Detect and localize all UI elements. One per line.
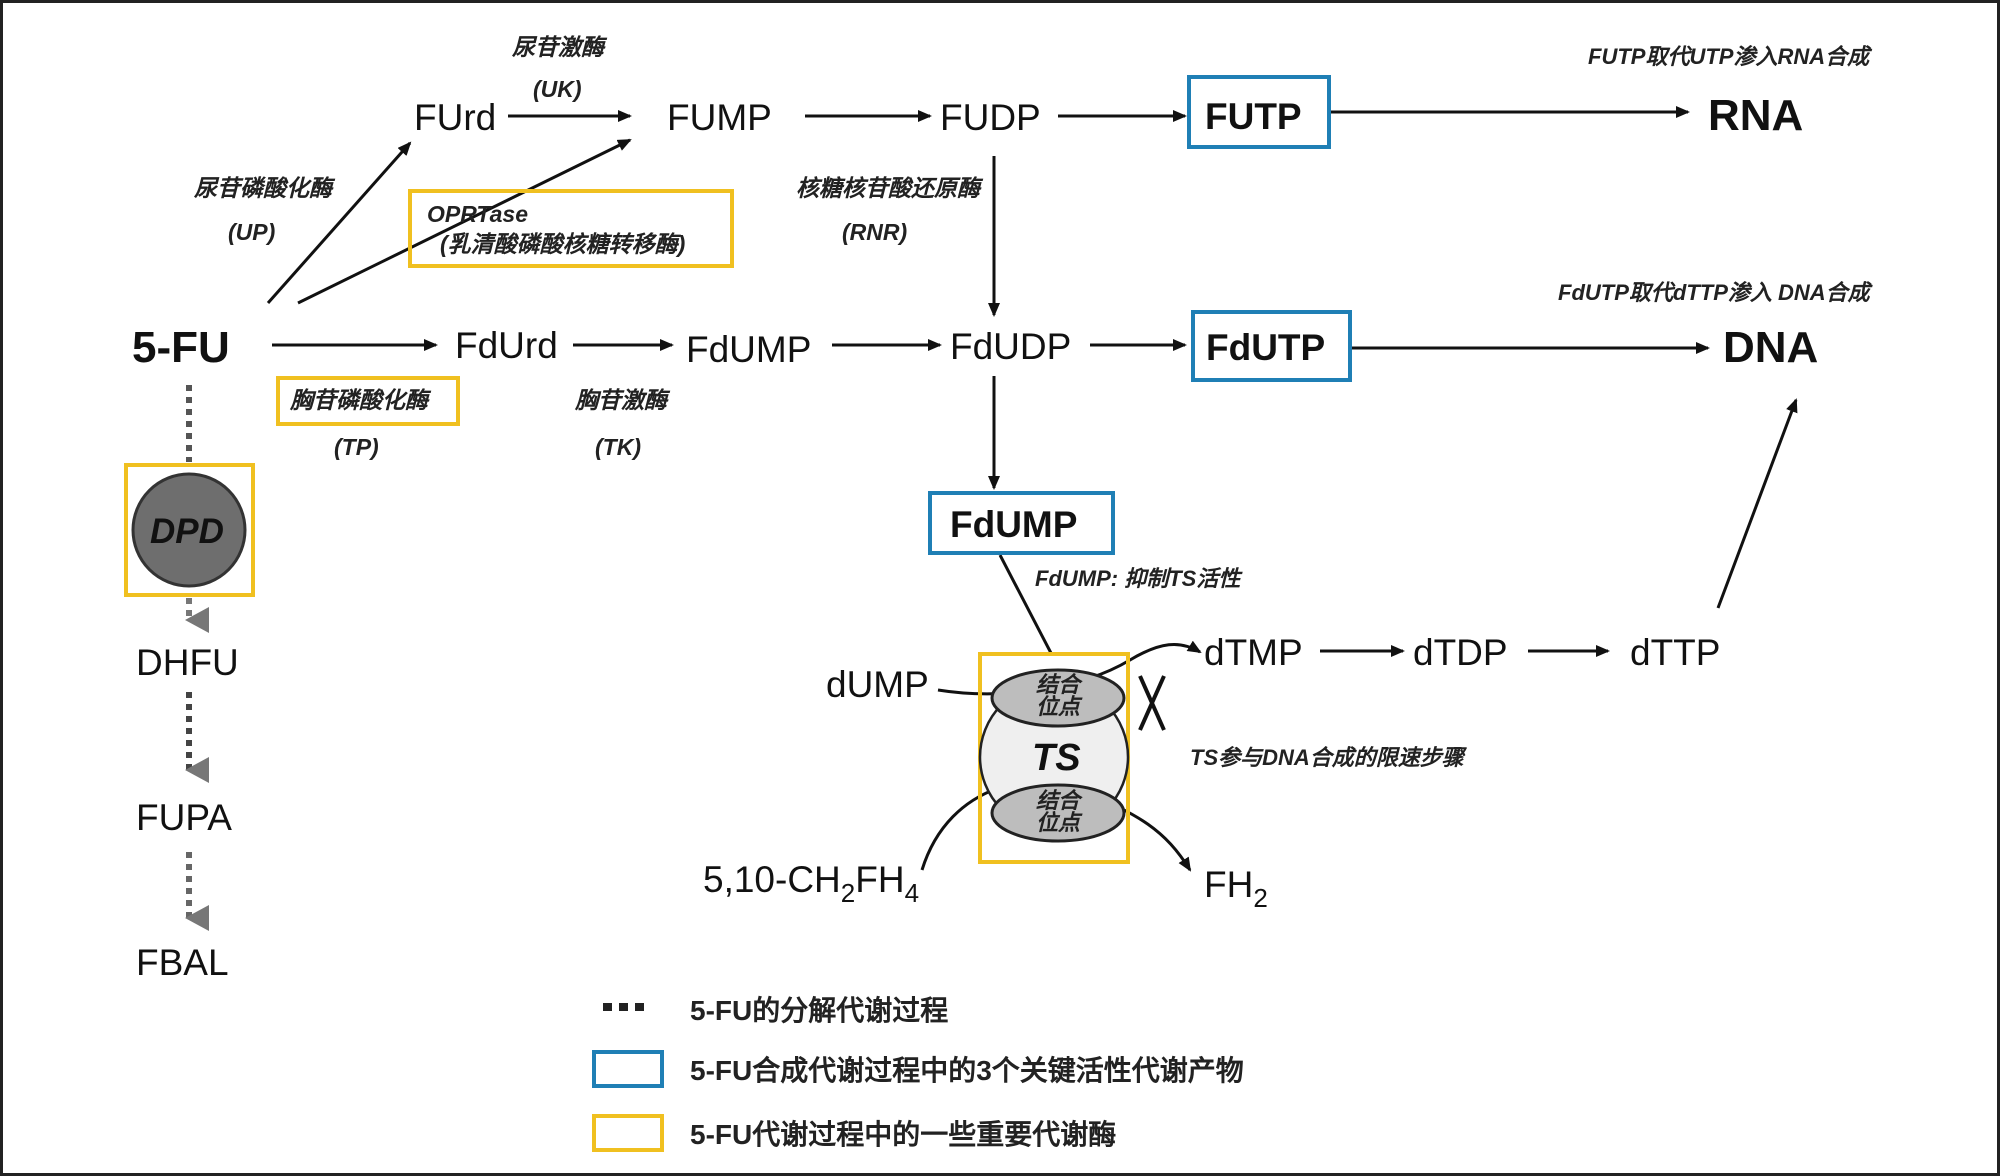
enzyme-rnr-name: 核糖核苷酸还原酶 xyxy=(796,175,984,201)
node-fump: FUMP xyxy=(667,97,772,138)
legend-dashed-text: 5-FU的分解代谢过程 xyxy=(690,994,948,1026)
ts-enzyme xyxy=(978,668,1130,843)
enzyme-up-name: 尿苷磷酸化酶 xyxy=(193,175,336,201)
note-ts-dna: TS参与DNA合成的限速步骤 xyxy=(1190,745,1468,770)
legend: 5-FU的分解代谢过程 5-FU合成代谢过程中的3个关键活性代谢产物 5-FU代… xyxy=(592,994,1244,1152)
ts-top-site xyxy=(990,668,1126,728)
oprtase-box xyxy=(408,189,734,268)
note-fdump-ts: FdUMP: 抑制TS活性 xyxy=(1035,566,1243,591)
tp-box xyxy=(276,376,460,426)
node-fdudp: FdUDP xyxy=(950,326,1071,367)
note-futp-rna: FUTP取代UTP渗入RNA合成 xyxy=(1588,44,1873,69)
ts-bottom-site-label-1: 结合 xyxy=(1036,788,1083,813)
dpd-box xyxy=(124,463,255,597)
arrow-5fu-fump xyxy=(297,138,632,305)
ts-top-site-label-2: 位点 xyxy=(1036,694,1083,719)
note-fdutp-dna: FdUTP取代dTTP渗入 DNA合成 xyxy=(1558,280,1874,305)
node-fdutp: FdUTP xyxy=(1206,327,1325,368)
enzyme-tp-name: 胸苷磷酸化酶 xyxy=(289,387,432,413)
ts-top-site-label-1: 结合 xyxy=(1036,672,1083,697)
node-fdump-box: FdUMP xyxy=(950,504,1077,545)
enzyme-oprt-line1: OPRTase xyxy=(427,201,528,227)
enzyme-rnr-abbr: (RNR) xyxy=(842,219,907,245)
node-fh2: FH2 xyxy=(1204,864,1268,913)
enzyme-tp-abbr: (TP) xyxy=(334,434,379,460)
arrow-5fu-furd xyxy=(266,141,412,304)
fdutp-box xyxy=(1191,310,1352,382)
enzyme-tk-name: 胸苷激酶 xyxy=(574,387,671,413)
fdump-box xyxy=(928,491,1115,555)
legend-blue-text: 5-FU合成代谢过程中的3个关键活性代谢产物 xyxy=(690,1054,1244,1086)
node-dump: dUMP xyxy=(826,664,929,705)
enzyme-oprt-line2: (乳清酸磷酸核糖转移酶) xyxy=(440,231,685,257)
node-dtmp: dTMP xyxy=(1204,632,1303,673)
node-futp: FUTP xyxy=(1205,96,1302,137)
ts-bottom-site xyxy=(990,783,1126,843)
node-ch2fh4: 5,10-CH2FH4 xyxy=(703,859,919,908)
legend-yellow-swatch xyxy=(592,1114,664,1152)
enzyme-uk-abbr: (UK) xyxy=(533,76,582,102)
node-furd: FUrd xyxy=(414,97,496,138)
node-dna: DNA xyxy=(1723,323,1818,372)
node-fudp: FUDP xyxy=(940,97,1041,138)
enzyme-up-abbr: (UP) xyxy=(228,219,275,245)
enzyme-uk-name: 尿苷激酶 xyxy=(511,34,608,60)
node-dtdp: dTDP xyxy=(1413,632,1508,673)
ts-bottom-site-label-2: 位点 xyxy=(1036,810,1083,835)
dpd-circle xyxy=(131,472,247,588)
node-rna: RNA xyxy=(1708,91,1803,140)
enzyme-tk-abbr: (TK) xyxy=(595,434,641,460)
node-fdump: FdUMP xyxy=(686,329,811,370)
curve-dump-dtmp xyxy=(937,640,1202,696)
legend-yellow-text: 5-FU代谢过程中的一些重要代谢酶 xyxy=(690,1118,1116,1150)
node-dttp: dTTP xyxy=(1630,632,1720,673)
legend-blue-swatch xyxy=(592,1050,664,1088)
node-ts: TS xyxy=(1032,737,1081,779)
node-fupa: FUPA xyxy=(136,797,232,838)
node-fbal: FBAL xyxy=(136,942,229,983)
line-fdump-ts xyxy=(998,554,1054,656)
node-dpd: DPD xyxy=(150,512,224,551)
futp-box xyxy=(1187,75,1331,149)
node-5fu: 5-FU xyxy=(132,323,230,372)
node-dhfu: DHFU xyxy=(136,642,239,683)
node-fdurd: FdUrd xyxy=(455,325,558,366)
block-mark xyxy=(1138,675,1166,731)
arrow-dttp-dna xyxy=(1716,398,1798,609)
